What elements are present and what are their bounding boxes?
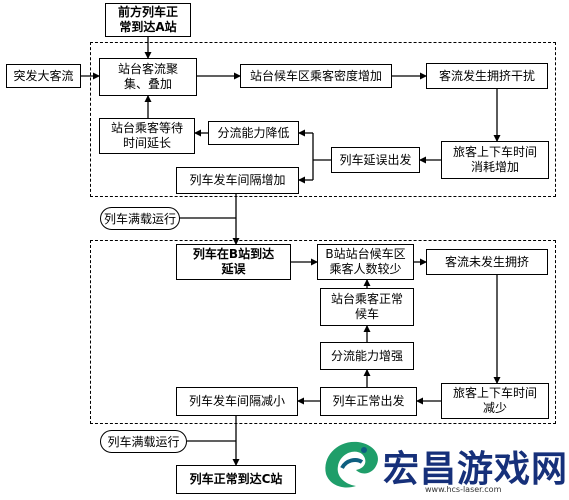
b-few-text: B站站台候车区 乘客人数较少	[325, 247, 406, 276]
gather-box: 站台客流聚 集、叠加	[99, 58, 197, 96]
no-crowd-box: 客流未发生拥挤	[426, 249, 548, 275]
board-time-up-box: 旅客上下车时间 消耗增加	[441, 141, 549, 179]
divert-down-text: 分流能力降低	[217, 125, 290, 140]
interval-up-box: 列车发车间隔增加	[176, 167, 299, 194]
normal-depart-box: 列车正常出发	[320, 387, 417, 416]
divert-up-text: 分流能力增强	[330, 348, 403, 363]
crowding-text: 客流发生拥挤干扰	[438, 68, 535, 83]
sudden-flow-box: 突发大客流	[6, 64, 81, 88]
watermark-brand: 宏昌游戏网	[383, 449, 569, 490]
board-time-down-box: 旅客上下车时间 减少	[441, 383, 549, 419]
normal-depart-text: 列车正常出发	[332, 394, 405, 408]
interval-down-box: 列车发车间隔减小	[176, 387, 298, 416]
board-time-up-text: 旅客上下车时间 消耗增加	[452, 145, 537, 174]
station-b-region	[90, 240, 556, 424]
normal-c-text: 列车正常到达C站	[189, 472, 283, 486]
no-crowd-text: 客流未发生拥挤	[444, 254, 529, 269]
delay-b-text: 列车在B站到达 延误	[192, 247, 275, 276]
wait-longer-box: 站台乘客等待 时间延长	[99, 118, 195, 154]
divert-down-box: 分流能力降低	[208, 121, 299, 145]
full-load-text-2: 列车满载运行	[107, 435, 180, 449]
divert-up-box: 分流能力增强	[320, 342, 414, 370]
delay-depart-box: 列车延误出发	[331, 147, 420, 173]
normal-wait-box: 站台乘客正常 候车	[320, 288, 414, 326]
normal-wait-text: 站台乘客正常 候车	[330, 292, 403, 321]
density-up-box: 站台候车区乘客密度增加	[240, 64, 392, 88]
b-few-box: B站站台候车区 乘客人数较少	[317, 244, 414, 280]
watermark-url: www.hcs-laser.com	[425, 485, 502, 494]
normal-c-box: 列车正常到达C站	[176, 465, 296, 494]
full-load-label-1: 列车满载运行	[100, 207, 180, 230]
delay-depart-text: 列车延误出发	[339, 152, 412, 167]
dragon-logo-icon	[325, 441, 378, 488]
full-load-label-2: 列车满载运行	[100, 430, 187, 453]
station-a-region	[90, 42, 556, 197]
crowding-box: 客流发生拥挤干扰	[426, 63, 548, 89]
full-load-text-1: 列车满载运行	[103, 212, 176, 226]
wait-longer-text: 站台乘客等待 时间延长	[110, 121, 183, 150]
gather-text: 站台客流聚 集、叠加	[117, 62, 178, 91]
board-time-down-text: 旅客上下车时间 减少	[452, 386, 537, 415]
top-notice-text: 前方列车正 常到达A站	[117, 5, 178, 34]
sudden-flow-text: 突发大客流	[13, 68, 74, 83]
interval-down-text: 列车发车间隔减小	[188, 394, 285, 408]
top-notice-box: 前方列车正 常到达A站	[105, 3, 191, 37]
density-up-text: 站台候车区乘客密度增加	[249, 68, 382, 83]
interval-up-text: 列车发车间隔增加	[189, 173, 286, 187]
delay-b-box: 列车在B站到达 延误	[176, 244, 291, 280]
